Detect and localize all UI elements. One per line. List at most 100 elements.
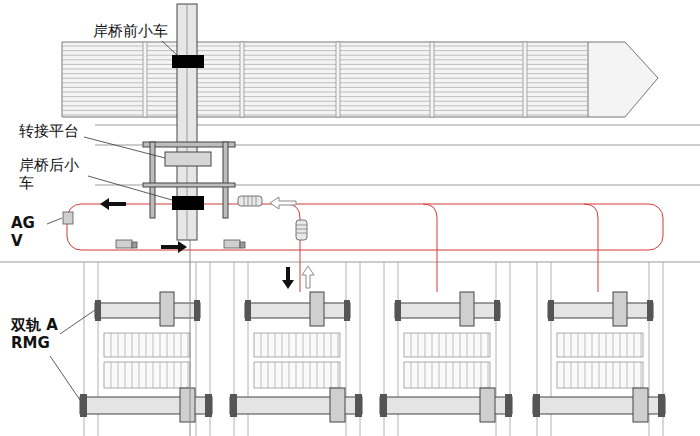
container-row: [62, 110, 588, 111]
transfer-platform: [165, 152, 211, 166]
container-line: [474, 333, 475, 357]
container-stack: [404, 362, 490, 388]
container-line: [132, 333, 133, 357]
container-line: [634, 333, 635, 357]
armg-crane: [80, 388, 212, 422]
platform-leg: [150, 142, 155, 218]
container-line: [620, 362, 621, 388]
container-line: [606, 333, 607, 357]
container-line: [125, 362, 126, 388]
container-line: [439, 362, 440, 388]
container-line: [111, 333, 112, 357]
container-stack: [104, 362, 190, 388]
container-line: [446, 362, 447, 388]
container-stack: [254, 362, 340, 388]
container-line: [181, 362, 182, 388]
container-line: [139, 333, 140, 357]
leader-line: [84, 137, 165, 158]
container-row: [62, 59, 588, 60]
yard-block: [380, 262, 512, 436]
agv-icon: [116, 240, 137, 248]
agv-icon: [63, 212, 73, 224]
agv-loaded: [238, 196, 262, 206]
container-row: [62, 46, 588, 47]
container-line: [331, 333, 332, 357]
armg-crane: [395, 292, 500, 326]
armg-crane: [380, 388, 512, 422]
container-line: [453, 362, 454, 388]
container-line: [118, 333, 119, 357]
container-row: [62, 78, 588, 79]
container-line: [585, 362, 586, 388]
container-stack: [404, 333, 490, 357]
leader-lines: [47, 41, 178, 400]
container-line: [571, 362, 572, 388]
container-line: [289, 362, 290, 388]
container-line: [188, 362, 189, 388]
container-row: [62, 55, 588, 56]
container-row: [62, 50, 588, 51]
container-line: [425, 333, 426, 357]
container-line: [317, 362, 318, 388]
container-stack: [557, 362, 643, 388]
container-line: [125, 333, 126, 357]
container-line: [411, 362, 412, 388]
container-line: [634, 362, 635, 388]
yard-block: [230, 262, 362, 436]
container-line: [592, 333, 593, 357]
container-row: [62, 87, 588, 88]
flow-arrow: [161, 241, 187, 253]
container-line: [167, 333, 168, 357]
container-line: [282, 362, 283, 388]
container-line: [571, 333, 572, 357]
container-line: [613, 362, 614, 388]
leader-line: [50, 356, 80, 400]
yard: [80, 262, 665, 436]
container-line: [324, 333, 325, 357]
container-row: [62, 115, 588, 116]
yard-boundary: [0, 262, 700, 263]
leader-line: [60, 310, 95, 334]
agv-branch: [584, 204, 598, 292]
container-line: [564, 362, 565, 388]
container-line: [599, 362, 600, 388]
container-line: [467, 333, 468, 357]
container-line: [613, 333, 614, 357]
ship: [62, 42, 658, 117]
container-line: [446, 333, 447, 357]
container-line: [275, 333, 276, 357]
container-line: [460, 362, 461, 388]
container-line: [425, 362, 426, 388]
part-label: AGV: [10, 214, 46, 250]
container-line: [310, 362, 311, 388]
container-line: [641, 333, 642, 357]
agv-branch: [423, 204, 437, 292]
armg-crane: [230, 388, 362, 422]
quay-lines: [0, 125, 700, 262]
container-stack: [557, 333, 643, 357]
container-row: [62, 96, 588, 97]
container-line: [627, 362, 628, 388]
agv-loaded: [296, 220, 307, 240]
container-row: [62, 73, 588, 74]
container-line: [592, 362, 593, 388]
container-line: [296, 362, 297, 388]
container-line: [268, 362, 269, 388]
platform-beam: [143, 142, 235, 147]
container-line: [167, 362, 168, 388]
container-row: [62, 82, 588, 83]
leader-line: [88, 176, 172, 200]
container-line: [481, 362, 482, 388]
container-line: [620, 333, 621, 357]
container-line: [303, 362, 304, 388]
yard-block: [533, 262, 665, 436]
container-line: [627, 333, 628, 357]
container-row: [62, 64, 588, 65]
container-line: [160, 362, 161, 388]
container-line: [118, 362, 119, 388]
container-line: [411, 333, 412, 357]
container-stack: [254, 333, 340, 357]
leader-line: [162, 41, 178, 56]
container-line: [317, 333, 318, 357]
